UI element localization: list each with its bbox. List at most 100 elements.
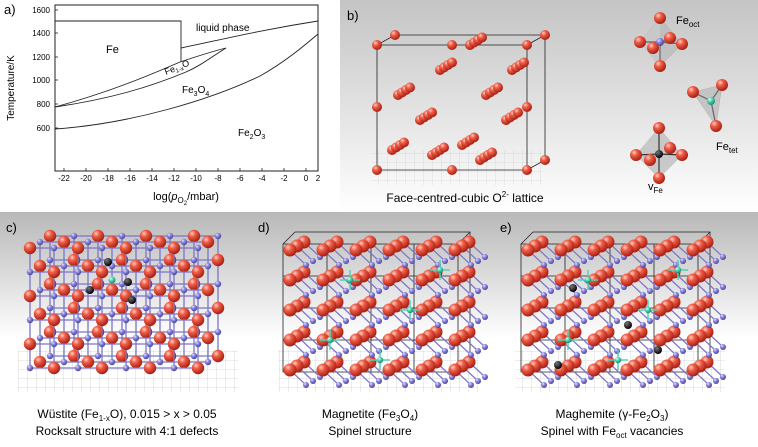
iron-atom [647, 348, 653, 354]
oxygen-atom [587, 243, 601, 257]
y-tick-label: 800 [37, 100, 51, 109]
iron-atom [180, 238, 188, 246]
iron-atom [156, 310, 164, 318]
oxygen-atom [71, 289, 85, 303]
iron-atom [170, 364, 178, 372]
iron-atom [706, 322, 712, 328]
iron-atom [442, 318, 448, 324]
iron-atom [343, 258, 349, 264]
oxygen-atom [710, 120, 722, 132]
oxygen-atom [177, 307, 191, 321]
oxygen-atom [654, 12, 666, 24]
oxygen-atom [349, 243, 363, 257]
fe-tet-atom [346, 276, 354, 284]
fe-fe1xo-boundary [54, 61, 181, 108]
oxygen-atom [390, 30, 400, 40]
oxygen-atom [95, 313, 109, 327]
iron-atom [482, 344, 488, 350]
iron-atom [475, 318, 481, 324]
iron-atom [190, 352, 198, 360]
oxygen-atom [382, 333, 396, 347]
iron-atom [122, 316, 130, 324]
oxygen-atom [447, 57, 457, 68]
oxygen-atom [71, 337, 85, 351]
fe-tet-atom [376, 356, 384, 364]
oxygen-atom [469, 132, 479, 143]
oxygen-atom [47, 313, 61, 327]
iron-atom [673, 292, 679, 298]
oxygen-atom [95, 265, 109, 279]
iron-atom [482, 284, 488, 290]
iron-atom [581, 318, 587, 324]
oxygen-atom [415, 333, 429, 347]
caption-e-1: Maghemite (γ-Fe2O3) [556, 407, 669, 423]
iron-atom [70, 280, 78, 288]
oxygen-atom [81, 259, 95, 273]
oxygen-atom [283, 243, 297, 257]
caption-e-2: Spinel with Feoct vacancies [541, 424, 684, 440]
iron-atom [680, 318, 686, 324]
iron-atom [46, 304, 54, 312]
oxygen-atom [522, 102, 532, 112]
iron-atom [640, 352, 646, 358]
iron-atom [647, 378, 653, 384]
oxygen-atom [620, 333, 634, 347]
iron-atom [156, 358, 164, 366]
oxygen-atom [33, 355, 47, 369]
iron-atom [475, 288, 481, 294]
oxygen-atom [664, 32, 676, 44]
x-tick-label: -8 [214, 174, 222, 183]
oxygen-atom [676, 149, 688, 161]
oxygen-atom [372, 165, 382, 175]
fe3o4-fe2o3-boundary [54, 33, 319, 130]
iron-atom [369, 352, 375, 358]
iron-atom [60, 262, 68, 270]
iron-atom [468, 262, 474, 268]
plot-frame [54, 4, 319, 172]
oxygen-atom [519, 57, 529, 68]
oxygen-atom [620, 243, 634, 257]
oxygen-atom [139, 277, 153, 291]
iron-atom [60, 310, 68, 318]
oxygen-atom [522, 165, 532, 175]
iron-atom [132, 238, 140, 246]
oxygen-atom [163, 301, 177, 315]
iron-atom [70, 328, 78, 336]
iron-atom [482, 314, 488, 320]
y-tick-label: 1200 [32, 53, 50, 62]
vacancy-site: vFe [630, 122, 688, 195]
iron-atom [74, 316, 82, 324]
iron-atom [581, 378, 587, 384]
oxygen-atom [554, 243, 568, 257]
iron-atom [94, 352, 102, 360]
oxygen-atom [487, 147, 497, 158]
iron-atom [541, 382, 547, 388]
iron-atom [541, 262, 547, 268]
iron-atom [180, 286, 188, 294]
panel-b: b) Face-centred-cubic O2- lattice Feoct … [347, 8, 739, 205]
iron-atom [442, 288, 448, 294]
iron-atom [541, 292, 547, 298]
y-tick-label: 1600 [32, 6, 50, 15]
oxygen-atom [676, 38, 688, 50]
fe-oct-atom [656, 38, 664, 46]
iron-atom [706, 382, 712, 388]
oxygen-atom [382, 303, 396, 317]
iron-atom [336, 322, 342, 328]
spinel-structure [283, 235, 488, 388]
v-fe-label: vFe [648, 181, 663, 195]
oxygen-atom [43, 325, 57, 339]
panel-c-label: c) [6, 220, 17, 235]
fe-oct-label: Feoct [676, 15, 700, 29]
oxygen-atom [349, 363, 363, 377]
oxygen-atom [686, 273, 700, 287]
iron-atom [46, 352, 54, 360]
iron-atom [574, 382, 580, 388]
iron-atom [435, 352, 441, 358]
oxygen-atom [191, 265, 205, 279]
oxygen-atom [201, 235, 215, 249]
oxygen-atom [201, 331, 215, 345]
iron-atom [475, 348, 481, 354]
iron-atom [720, 374, 726, 380]
iron-atom [376, 258, 382, 264]
